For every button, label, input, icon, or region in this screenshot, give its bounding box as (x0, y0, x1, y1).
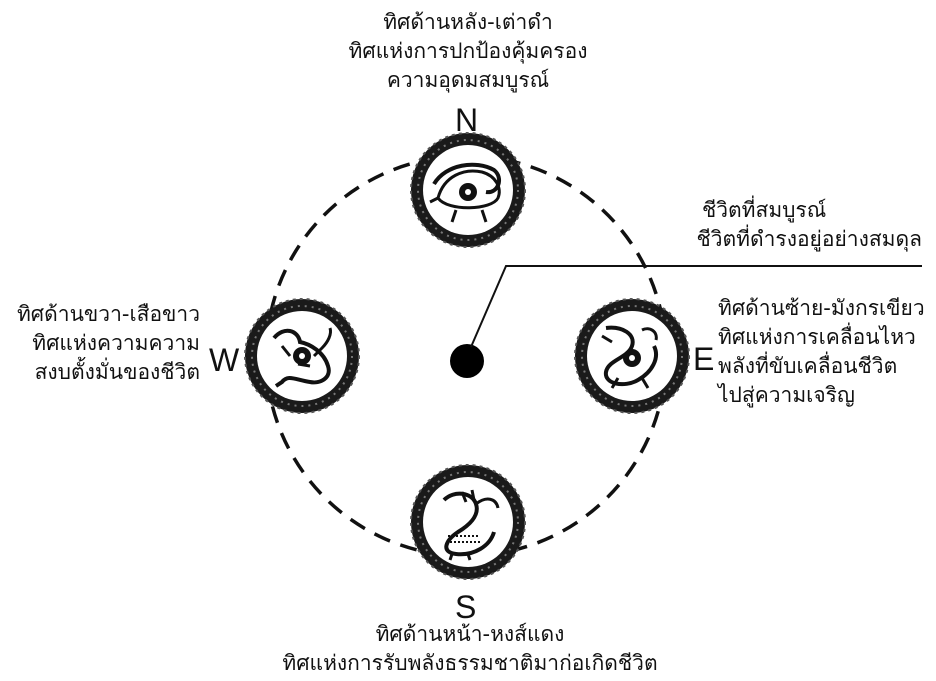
north-line-1: ทิศด้านหลัง-เต่าดำ (318, 8, 618, 37)
tortoise-snake-emblem-icon (411, 133, 525, 247)
north-line-2: ทิศแห่งการปกป้องคุ้มครอง (318, 37, 618, 66)
north-line-3: ความอุดมสมบูรณ์ (318, 66, 618, 95)
west-description: ทิศด้านขวา-เสือขาว ทิศแห่งความความ สงบตั… (4, 300, 200, 387)
center-line-2: ชีวิตที่ดำรงอยู่อย่างสมดุล (650, 225, 922, 254)
east-line-4: ไปสู่ความเจริญ (718, 381, 932, 410)
south-description: ทิศด้านหน้า-หงส์แดง ทิศแห่งการรับพลังธรร… (250, 620, 690, 678)
west-line-1: ทิศด้านขวา-เสือขาว (4, 300, 200, 329)
south-line-1: ทิศด้านหน้า-หงส์แดง (250, 620, 690, 649)
compass-north-label: N (455, 102, 478, 138)
west-line-3: สงบตั้งมั่นของชีวิต (4, 358, 200, 387)
east-line-1: ทิศด้านซ้าย-มังกรเขียว (718, 294, 932, 323)
west-line-2: ทิศแห่งความความ (4, 329, 200, 358)
compass-west-label: W (209, 342, 239, 378)
tiger-emblem-icon (245, 299, 359, 413)
center-description: ชีวิตที่สมบูรณ์ ชีวิตที่ดำรงอยู่อย่างสมด… (650, 196, 922, 254)
east-line-3: พลังที่ขับเคลื่อนชีวิต (718, 352, 932, 381)
compass-east-label: E (693, 341, 714, 377)
phoenix-emblem-icon (411, 465, 525, 579)
east-description: ทิศด้านซ้าย-มังกรเขียว ทิศแห่งการเคลื่อน… (718, 294, 932, 410)
south-line-2: ทิศแห่งการรับพลังธรรมชาติมาก่อเกิดชีวิต (250, 649, 690, 678)
center-line-1: ชีวิตที่สมบูรณ์ (650, 196, 922, 225)
center-dot (450, 344, 484, 378)
east-line-2: ทิศแห่งการเคลื่อนไหว (718, 323, 932, 352)
dragon-emblem-icon (575, 299, 689, 413)
north-description: ทิศด้านหลัง-เต่าดำ ทิศแห่งการปกป้องคุ้มค… (318, 8, 618, 95)
